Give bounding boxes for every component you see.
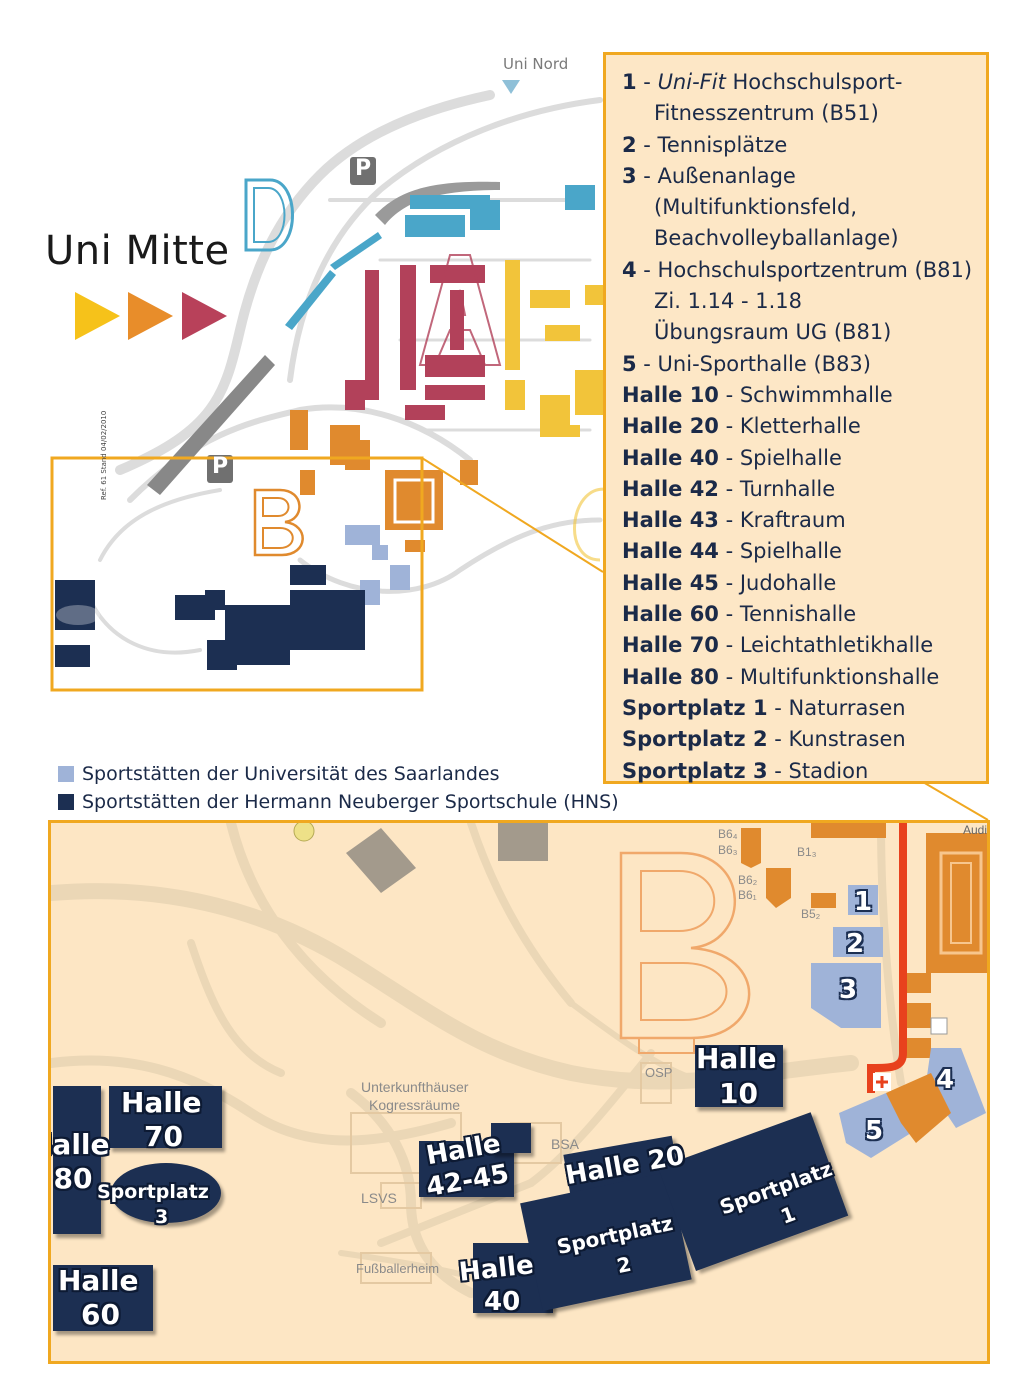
facility-row-halle-20: Halle 20 - Kletterhalle	[622, 414, 861, 439]
facility-row-halle-10: Halle 10 - Schwimmhalle	[622, 382, 893, 407]
halle-60-label: Halle	[58, 1264, 139, 1297]
facility-row-halle-40: Halle 40 - Spielhalle	[622, 445, 842, 470]
halle-10-block	[695, 1045, 783, 1107]
facility-row: Beachvolleyballanlage)	[654, 226, 899, 251]
map-label: B6₁	[738, 888, 757, 902]
halle-60-block	[53, 1265, 153, 1331]
sportplatz-3-number: 3	[155, 1206, 169, 1228]
facility-row-1: 1 - Uni-Fit Hochschulsport-	[622, 70, 903, 94]
facility-row-halle-42: Halle 42 - Turnhalle	[622, 476, 836, 501]
map-label: Unterkunfthäuser	[361, 1079, 469, 1095]
map-label: Audi	[963, 823, 988, 837]
facility-row-4: 4 - Hochschulsportzentrum (B81)	[622, 257, 973, 282]
legend-hns: Sportstätten der Hermann Neuberger Sport…	[58, 791, 619, 813]
facility-row: Zi. 1.14 - 1.18	[654, 289, 803, 314]
parking-icon: P	[212, 454, 229, 479]
halle-40-number: 40	[484, 1287, 521, 1317]
reference-note: Ref. 61 Stand 04/02/2010	[100, 410, 108, 500]
sportplatz-3-block	[111, 1163, 221, 1223]
map-label: Kogressräume	[369, 1097, 461, 1113]
facility-row-halle-60: Halle 60 - Tennishalle	[622, 602, 857, 627]
facility-row-5: 5 - Uni-Sporthalle (B83)	[622, 351, 871, 376]
facility-4-label: 4	[936, 1065, 955, 1095]
map-label: LSVS	[361, 1190, 397, 1206]
facility-row-3: 3 - Außenanlage	[622, 163, 796, 188]
uni-nord-label: Uni Nord	[503, 55, 569, 73]
halle-70-block	[109, 1086, 222, 1148]
parking-icon: P	[355, 156, 372, 181]
halle-80-number: 80	[53, 1162, 93, 1195]
legend-uds: Sportstätten der Universität des Saarlan…	[58, 763, 499, 785]
map-label: B6₄	[718, 827, 738, 841]
halle-60-number: 60	[81, 1298, 120, 1331]
facility-2-label: 2	[846, 929, 865, 959]
halle-10-number: 10	[719, 1077, 758, 1110]
map-label: B1₃	[797, 845, 817, 859]
halle-10-label: Halle	[696, 1042, 777, 1075]
facility-row-2: 2 - Tennisplätze	[622, 132, 788, 157]
hns-swatch	[58, 794, 74, 810]
halle-70-label: Halle	[121, 1086, 202, 1119]
facility-legend: 1 - Uni-Fit Hochschulsport- Fitnesszentr…	[603, 52, 989, 784]
facility-3-label: 3	[839, 975, 858, 1005]
map-label: B6₂	[738, 873, 758, 887]
page-title: Uni Mitte	[45, 228, 230, 274]
facility-row-halle-44: Halle 44 - Spielhalle	[622, 539, 842, 564]
facility-1-label: 1	[854, 887, 873, 917]
map-label: BSA	[551, 1136, 580, 1152]
facility-row-halle-80: Halle 80 - Multifunktionshalle	[622, 664, 940, 689]
facility-row-halle-70: Halle 70 - Leichtathletikhalle	[622, 633, 934, 658]
uds-swatch	[58, 766, 74, 782]
map-label: B6₃	[718, 843, 738, 857]
facility-row-sportplatz-3: Sportplatz 3 - Stadion	[622, 758, 869, 783]
facility-row-halle-43: Halle 43 - Kraftraum	[622, 508, 846, 533]
halle-42-45-wing	[491, 1123, 531, 1153]
map-label: B5₂	[801, 907, 821, 921]
facility-row-sportplatz-2: Sportplatz 2 - Kunstrasen	[622, 727, 906, 752]
halle-80-block	[53, 1086, 101, 1234]
facility-row: (Multifunktionsfeld,	[654, 195, 858, 220]
halle-70-number: 70	[144, 1120, 183, 1153]
sportplatz-3-label: Sportplatz	[97, 1181, 209, 1203]
facility-row-sportplatz-1: Sportplatz 1 - Naturrasen	[622, 695, 906, 720]
map-label: Fußballerheim	[356, 1261, 440, 1276]
halle-80-label: Halle	[51, 1128, 110, 1161]
map-label: OSP	[645, 1065, 673, 1080]
sports-area-detail-map: B6₄ B6₃ B1₃ B6₂ B6₁ B5₂ Audi OSP Unterku…	[48, 820, 990, 1364]
facility-row: Übungsraum UG (B81)	[654, 320, 892, 345]
facility-row: Fitnesszentrum (B51)	[654, 101, 879, 126]
facility-5-label: 5	[865, 1116, 884, 1146]
halle-40-label: Halle	[457, 1250, 536, 1288]
facility-row-halle-45: Halle 45 - Judohalle	[622, 570, 837, 595]
